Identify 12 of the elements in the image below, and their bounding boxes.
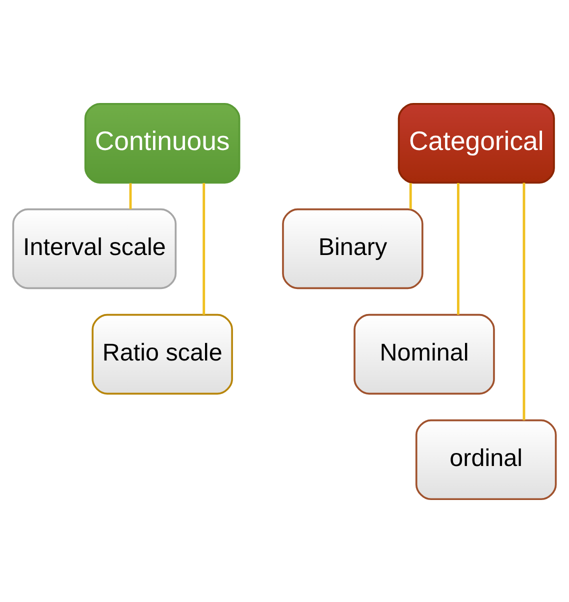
node-box: Interval scale [12,208,177,289]
node-box: Ratio scale [92,313,233,394]
node-box: Binary [282,208,424,289]
connector [409,182,412,209]
node-box: Categorical [398,102,555,184]
connector [522,182,526,420]
connector [202,182,206,314]
connector [456,182,460,314]
connector [129,182,132,209]
node-box: Continuous [84,102,240,184]
node-box: Nominal [354,313,495,394]
node-box: ordinal [415,418,557,500]
